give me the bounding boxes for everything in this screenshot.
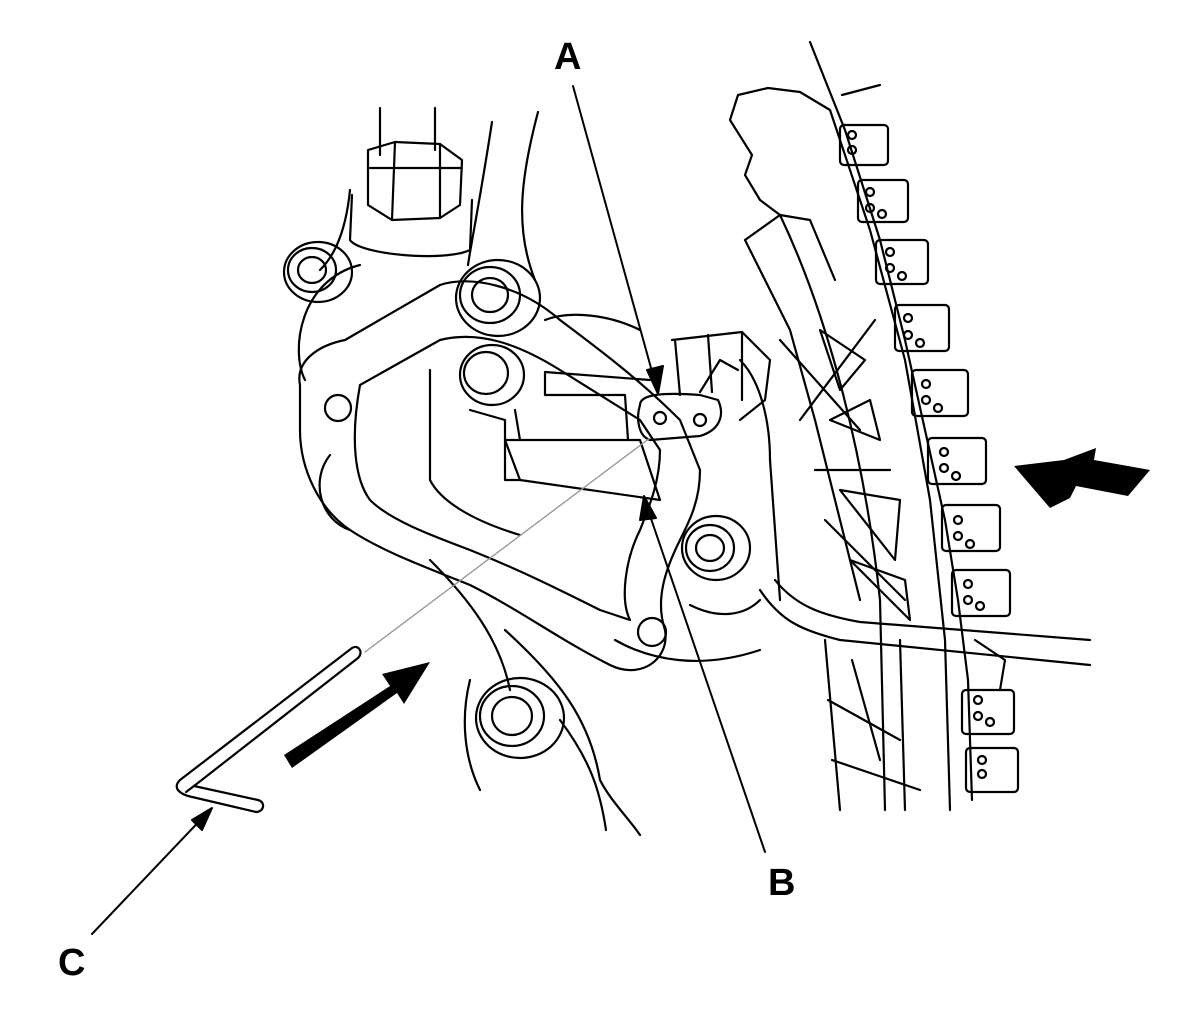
callout-label-a: A [554, 36, 582, 78]
leader-line-a [572, 85, 664, 395]
flange-bolt-right [680, 514, 752, 582]
timing-chain [808, 40, 1020, 802]
push-direction-arrow [1014, 448, 1150, 508]
flange-bolt-middle [458, 343, 526, 407]
tensioner-body [468, 370, 662, 502]
callout-label-b: B [768, 862, 796, 904]
cover-edge [758, 578, 1092, 667]
pin-alignment-guide [364, 437, 651, 653]
tensioner-bracket [298, 280, 702, 672]
hex-wrench [175, 645, 362, 814]
top-hex-bolt [348, 140, 474, 258]
leader-line-c [91, 807, 213, 935]
insert-direction-arrow [284, 662, 430, 768]
chain-guide [728, 86, 952, 812]
engine-housing [297, 106, 762, 837]
flange-bolt-left [282, 240, 354, 304]
callout-label-c: C [58, 942, 86, 984]
leader-line-b [639, 495, 766, 853]
flange-bolt-lower [474, 676, 566, 760]
tensioner-plunger [637, 330, 782, 602]
